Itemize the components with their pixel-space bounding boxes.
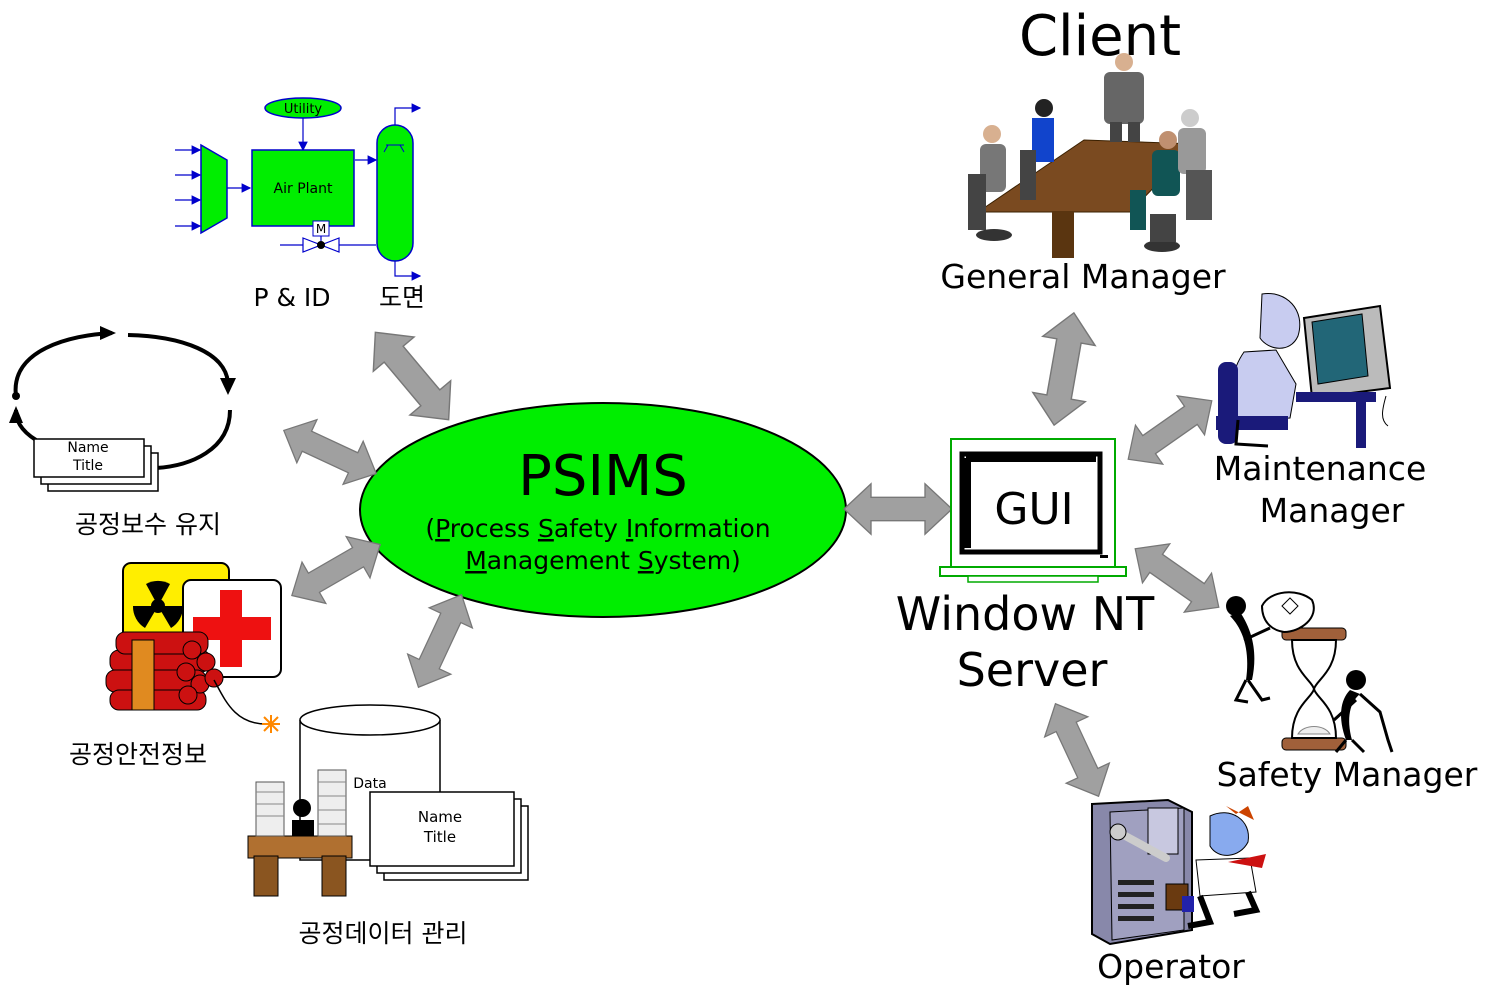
arrow-general-manager <box>1027 307 1101 431</box>
psims-subtitle-line2: Management System) <box>465 546 741 575</box>
utility-label: Utility <box>284 102 323 117</box>
operator-clipart[interactable] <box>1091 798 1266 946</box>
motor-label: M <box>316 222 326 236</box>
safety-manager-label: Safety Manager <box>1217 755 1478 794</box>
arrow-server <box>843 483 953 535</box>
maint-card-title: Title <box>72 458 103 474</box>
air-plant-label: Air Plant <box>274 181 333 197</box>
data-caption: 공정데이터 관리 <box>299 919 468 948</box>
psims-node[interactable]: PSIMS (Process Safety Information Manage… <box>359 402 847 618</box>
person-icon <box>968 125 1012 241</box>
dynamite-icon <box>105 631 280 733</box>
desk-worker-icon <box>247 769 353 897</box>
red-cross-icon <box>193 590 271 667</box>
safety-info-caption: 공정안전정보 <box>69 740 207 769</box>
maint-card-name: Name <box>67 440 108 456</box>
server-line2: Server <box>957 643 1108 697</box>
radiation-icon <box>132 580 184 628</box>
safety-manager-clipart[interactable] <box>1226 591 1394 754</box>
db-label: Data <box>353 776 386 792</box>
arrow-data <box>396 584 484 698</box>
maintenance-manager-clipart[interactable] <box>1216 293 1392 448</box>
person-icon <box>1130 131 1180 230</box>
data-card-name: Name <box>418 808 462 826</box>
pid-diagram[interactable]: Utility Air Plant M <box>175 97 422 281</box>
server-line1: Window NT <box>896 587 1155 641</box>
maintenance-caption: 공정보수 유지 <box>75 510 221 539</box>
data-management[interactable]: Data Name Title <box>247 704 529 897</box>
operator-label: Operator <box>1097 947 1245 986</box>
gui-label: GUI <box>994 484 1073 535</box>
maintenance-manager-label-1: Maintenance <box>1214 449 1427 488</box>
person-icon <box>1178 109 1212 220</box>
pid-caption-b: 도면 <box>379 283 425 312</box>
general-manager-label: General Manager <box>940 257 1226 296</box>
arrow-operator <box>1033 693 1121 807</box>
data-card-title: Title <box>423 828 456 846</box>
safety-info-icons[interactable] <box>105 562 282 733</box>
arrow-maintenance-manager <box>1113 380 1227 480</box>
maintenance-manager-label-2: Manager <box>1260 491 1405 530</box>
psims-subtitle-line1: (Process Safety Information <box>425 514 770 543</box>
arrow-pid <box>354 314 470 438</box>
pid-caption-a: P & ID <box>253 283 330 312</box>
server-monitor[interactable]: GUI <box>939 438 1127 583</box>
meeting-clipart[interactable] <box>968 53 1212 258</box>
person-icon <box>1104 53 1144 142</box>
client-title: Client <box>1019 4 1181 69</box>
person-icon <box>1020 99 1054 200</box>
psims-title: PSIMS <box>518 444 688 509</box>
maintenance-cycle[interactable]: Name Title <box>9 326 236 492</box>
